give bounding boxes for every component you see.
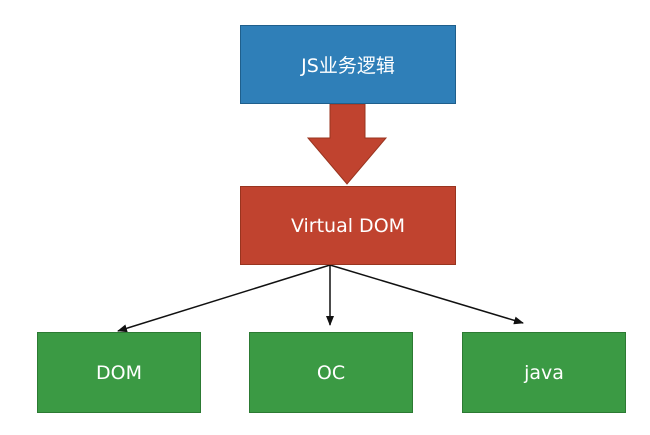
node-oc-label: OC: [316, 361, 346, 384]
node-oc: OC: [249, 332, 413, 413]
node-js-business-logic-label: JS业务逻辑: [301, 55, 395, 77]
node-java-label: java: [524, 361, 564, 384]
block-arrow-top-to-middle: [306, 103, 388, 185]
node-dom-label: DOM: [96, 361, 142, 384]
node-java: java: [462, 332, 626, 413]
arrow-to-dom: [117, 264, 331, 333]
node-js-business-logic: JS业务逻辑: [240, 25, 456, 104]
node-virtual-dom-label: Virtual DOM: [290, 214, 406, 237]
node-dom: DOM: [37, 332, 201, 413]
node-virtual-dom: Virtual DOM: [240, 186, 456, 265]
arrow-to-java: [329, 264, 524, 325]
